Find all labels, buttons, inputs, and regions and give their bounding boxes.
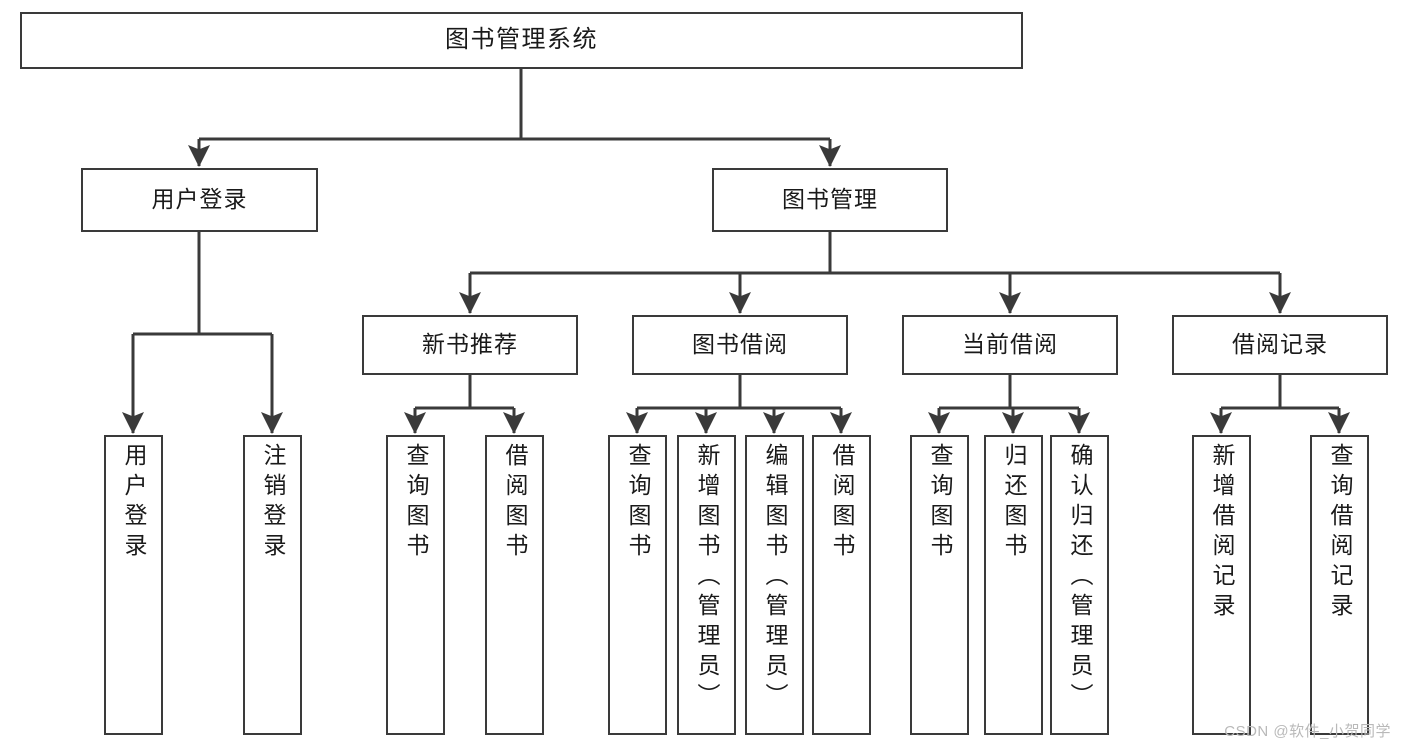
- leaf-add-book-admin[interactable]: 新增图书（管理员）: [677, 435, 736, 735]
- node-current-borrow-label: 当前借阅: [962, 331, 1058, 358]
- node-book-manage-label: 图书管理: [782, 186, 878, 213]
- leaf-add-borrow-record-label: 新增借阅记录: [1209, 443, 1235, 623]
- leaf-user-login-label: 用户登录: [121, 443, 147, 563]
- leaf-edit-book-admin[interactable]: 编辑图书（管理员）: [745, 435, 804, 735]
- node-user-login-label: 用户登录: [151, 186, 248, 213]
- node-borrow-record-label: 借阅记录: [1232, 331, 1328, 358]
- leaf-query-book-2[interactable]: 查询图书: [608, 435, 667, 735]
- leaf-query-book-1-label: 查询图书: [403, 443, 429, 563]
- leaf-confirm-return-admin[interactable]: 确认归还（管理员）: [1050, 435, 1109, 735]
- leaf-borrow-book-2[interactable]: 借阅图书: [812, 435, 871, 735]
- node-new-book-recommend[interactable]: 新书推荐: [362, 315, 578, 375]
- node-book-borrow-label: 图书借阅: [692, 331, 788, 358]
- leaf-user-logout[interactable]: 注销登录: [243, 435, 302, 735]
- node-borrow-record[interactable]: 借阅记录: [1172, 315, 1388, 375]
- leaf-query-book-3[interactable]: 查询图书: [910, 435, 969, 735]
- csdn-watermark: CSDN @软件_小贺同学: [1224, 723, 1391, 740]
- leaf-query-borrow-record-label: 查询借阅记录: [1327, 443, 1353, 623]
- leaf-query-book-1[interactable]: 查询图书: [386, 435, 445, 735]
- node-user-login[interactable]: 用户登录: [81, 168, 318, 232]
- leaf-user-login[interactable]: 用户登录: [104, 435, 163, 735]
- leaf-user-logout-label: 注销登录: [260, 443, 286, 563]
- leaf-return-book[interactable]: 归还图书: [984, 435, 1043, 735]
- node-book-borrow[interactable]: 图书借阅: [632, 315, 848, 375]
- leaf-return-book-label: 归还图书: [1001, 443, 1027, 563]
- leaf-borrow-book-2-label: 借阅图书: [829, 443, 855, 563]
- node-book-manage[interactable]: 图书管理: [712, 168, 948, 232]
- leaf-borrow-book-1-label: 借阅图书: [502, 443, 528, 563]
- leaf-edit-book-admin-label: 编辑图书（管理员）: [762, 443, 788, 713]
- leaf-borrow-book-1[interactable]: 借阅图书: [485, 435, 544, 735]
- leaf-confirm-return-admin-label: 确认归还（管理员）: [1067, 443, 1093, 713]
- node-root-label: 图书管理系统: [445, 26, 598, 54]
- leaf-add-book-admin-label: 新增图书（管理员）: [694, 443, 720, 713]
- leaf-query-book-2-label: 查询图书: [625, 443, 651, 563]
- leaf-add-borrow-record[interactable]: 新增借阅记录: [1192, 435, 1251, 735]
- node-current-borrow[interactable]: 当前借阅: [902, 315, 1118, 375]
- leaf-query-borrow-record[interactable]: 查询借阅记录: [1310, 435, 1369, 735]
- node-root[interactable]: 图书管理系统: [20, 12, 1023, 69]
- node-new-book-recommend-label: 新书推荐: [422, 331, 518, 358]
- leaf-query-book-3-label: 查询图书: [927, 443, 953, 563]
